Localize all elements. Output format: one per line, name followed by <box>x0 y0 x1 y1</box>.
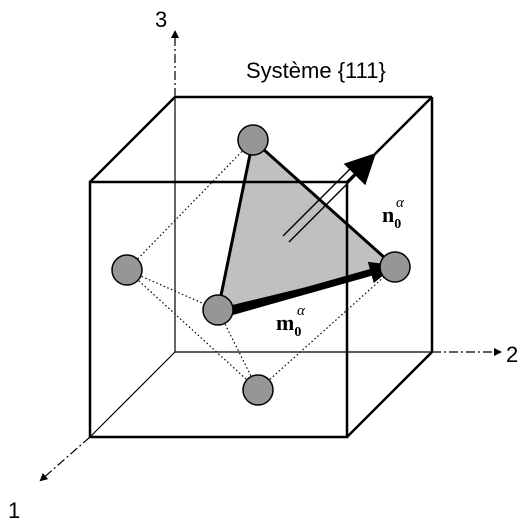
slip-direction-label: m0 α <box>276 303 306 340</box>
atoms <box>111 124 411 406</box>
axis-label-3: 3 <box>155 7 167 32</box>
system-title: Système {111} <box>246 58 386 83</box>
normal-vector-symbol: n <box>382 202 394 227</box>
slip-direction-subscript: 0 <box>294 325 301 340</box>
atom <box>242 374 274 406</box>
normal-vector-n <box>282 152 377 243</box>
atom <box>111 254 143 286</box>
normal-vector-subscript: 0 <box>394 217 401 232</box>
slip-direction-symbol: m <box>276 310 294 335</box>
slip-direction-superscript: α <box>297 303 306 319</box>
axis-1 <box>39 436 91 482</box>
atom <box>237 124 269 156</box>
normal-vector-superscript: α <box>396 195 405 211</box>
normal-vector-label: n0 α <box>382 195 405 232</box>
axis-label-2: 2 <box>506 342 518 367</box>
coordinate-axes <box>39 30 502 482</box>
axis-label-1: 1 <box>8 498 20 523</box>
slip-direction-vector-m <box>219 261 396 319</box>
octahedron-edges <box>126 139 396 391</box>
atom <box>202 294 234 326</box>
atom <box>379 251 411 283</box>
cube-hidden-edges <box>89 97 432 438</box>
